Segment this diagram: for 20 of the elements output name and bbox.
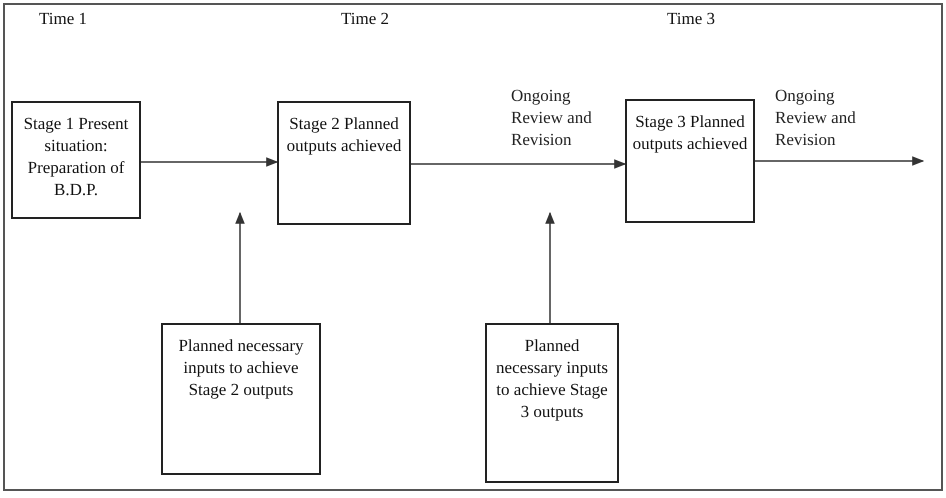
time-label: Time 2 (341, 9, 390, 29)
box-text: Stage 1 Present situation: Preparation of B.D.P. (22, 113, 130, 202)
arrow (411, 159, 626, 169)
process-box (625, 99, 755, 223)
edge-label: Ongoing Review and Revision (511, 85, 593, 152)
box-text: Planned necessary inputs to achieve Stage 3 outputs (495, 335, 609, 424)
process-box (485, 323, 619, 483)
box-text: Planned necessary inputs to achieve Stage 2 outputs (177, 335, 305, 402)
arrow (755, 156, 924, 166)
process-box (161, 323, 321, 475)
process-box (11, 101, 141, 219)
box-text: Stage 3 Planned outputs achieved (632, 111, 748, 156)
arrow (545, 212, 555, 323)
box-text: Stage 2 Planned outputs achieved (286, 113, 402, 158)
arrow (235, 212, 245, 323)
process-box (277, 101, 411, 225)
time-label: Time 3 (667, 9, 716, 29)
time-label: Time 1 (39, 9, 88, 29)
edge-label: Ongoing Review and Revision (775, 85, 857, 152)
arrow (141, 157, 278, 167)
